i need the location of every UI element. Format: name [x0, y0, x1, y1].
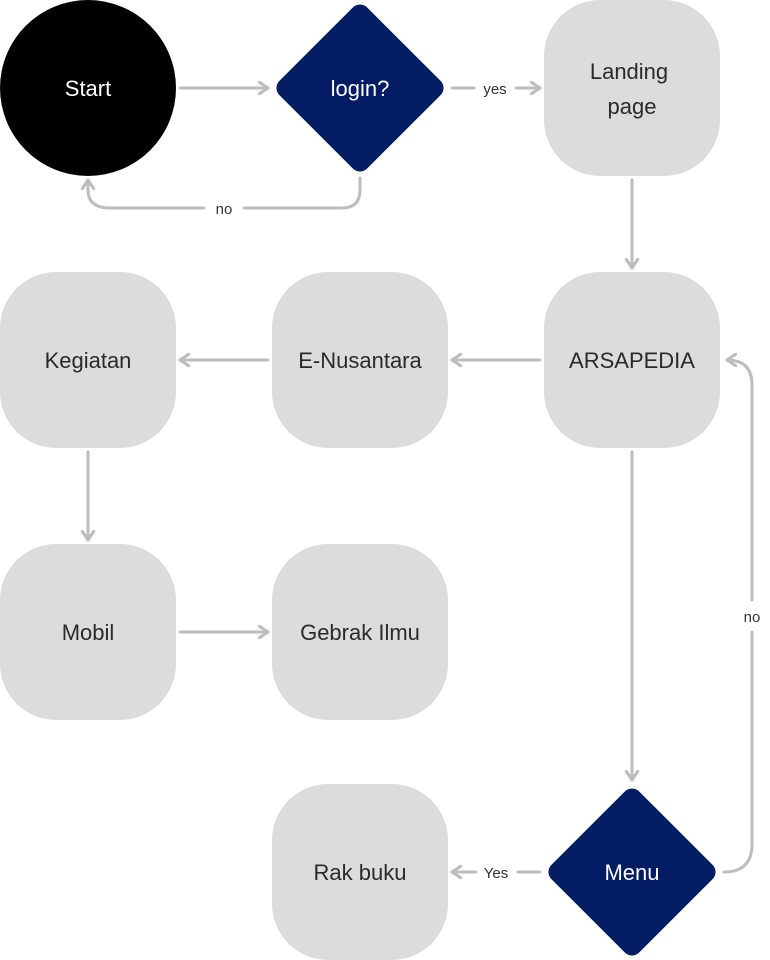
node-start-label: Start	[65, 76, 111, 101]
node-kegiatan: Kegiatan	[0, 272, 176, 448]
node-kegiatan-label: Kegiatan	[45, 348, 132, 373]
node-landing-page: Landing page	[544, 0, 720, 176]
node-login-label: login?	[331, 76, 390, 101]
node-rak-buku: Rak buku	[272, 784, 448, 960]
node-rakbuku-label: Rak buku	[314, 860, 407, 885]
node-enusantara-label: E-Nusantara	[298, 348, 422, 373]
node-arsapedia: ARSAPEDIA	[544, 272, 720, 448]
edge-menu-arsapedia-no	[724, 360, 754, 874]
node-mobil: Mobil	[0, 544, 176, 720]
node-menu-label: Menu	[604, 860, 659, 885]
node-login-decision: login?	[276, 4, 444, 172]
node-arsapedia-label: ARSAPEDIA	[569, 348, 695, 373]
node-landing-label-line1: Landing	[590, 59, 668, 84]
node-landing-label-line2: page	[608, 94, 657, 119]
edge-label-login-yes: yes	[483, 81, 506, 98]
node-mobil-label: Mobil	[62, 620, 115, 645]
edge-label-menu-yes: Yes	[484, 865, 508, 882]
node-menu-decision: Menu	[548, 788, 716, 956]
edge-label-menu-no: no	[744, 609, 761, 626]
node-gebrak-label: Gebrak Ilmu	[300, 620, 420, 645]
edge-label-login-no: no	[216, 201, 233, 218]
node-gebrak-ilmu: Gebrak Ilmu	[272, 544, 448, 720]
node-enusantara: E-Nusantara	[272, 272, 448, 448]
edge-login-start-no	[88, 178, 362, 210]
node-start: Start	[0, 0, 176, 176]
